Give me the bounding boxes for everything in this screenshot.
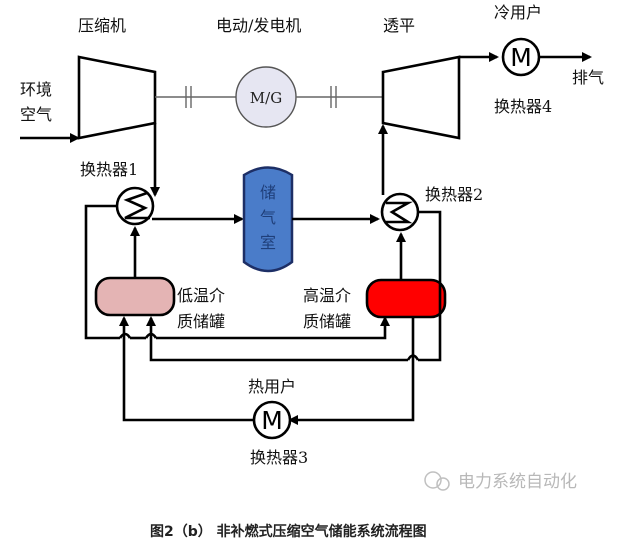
air-storage-char-1: 储 xyxy=(260,183,276,202)
air-storage-char-3: 室 xyxy=(260,233,276,252)
air-storage-char-2: 气 xyxy=(260,208,276,227)
hx1-return-line-a xyxy=(84,204,120,340)
heat-exchanger-1-coil-icon xyxy=(123,191,150,220)
low-temp-tank xyxy=(94,276,176,317)
heat-exchanger-2-circle xyxy=(380,192,420,232)
mg-symbol: M/G xyxy=(250,89,282,107)
low-temp-tank-label-2: 质储罐 xyxy=(177,312,225,331)
heat-exchanger-4-m-icon: M xyxy=(510,43,532,72)
hx2-to-low-tank-line xyxy=(146,316,408,362)
cold-user-label: 冷用户 xyxy=(494,3,542,22)
exhaust-label: 排气 xyxy=(572,68,604,87)
high-temp-tank-label-2: 质储罐 xyxy=(303,312,351,331)
heat-user-label: 热用户 xyxy=(248,377,296,396)
hx3-to-low-tank-line xyxy=(119,316,254,422)
low-temp-tank-label-1: 低温介 xyxy=(177,286,225,305)
high-temp-tank-label-1: 高温介 xyxy=(303,286,351,305)
watermark-text: 电力系统自动化 xyxy=(458,472,577,492)
air-storage-chamber xyxy=(242,166,294,273)
heat-exchanger-4-label: 换热器4 xyxy=(494,97,552,116)
high-temp-tank xyxy=(365,278,447,319)
heat-exchanger-3-m-icon: M xyxy=(261,406,283,435)
compressor-label: 压缩机 xyxy=(78,16,126,35)
heat-exchanger-1-label: 换热器1 xyxy=(80,160,138,179)
heat-exchanger-2-label: 换热器2 xyxy=(425,185,483,204)
high-tank-to-hx3-line xyxy=(288,317,415,425)
compressor-shape xyxy=(77,55,157,140)
hx2-return-line-a xyxy=(418,210,442,362)
wechat-icon xyxy=(424,471,450,491)
hx1-to-high-tank-line xyxy=(156,316,390,340)
ambient-air-label-2: 空气 xyxy=(20,105,52,124)
heat-exchanger-2-coil-icon xyxy=(386,201,413,224)
turbine-shape xyxy=(381,55,461,140)
motor-generator-label: 电动/发电机 xyxy=(216,16,301,35)
turbine-label: 透平 xyxy=(383,16,415,35)
heat-exchanger-3-label: 换热器3 xyxy=(250,448,308,467)
figure-caption: 图2（b） 非补燃式压缩空气储能系统流程图 xyxy=(150,523,427,540)
ambient-air-label-1: 环境 xyxy=(20,80,52,99)
